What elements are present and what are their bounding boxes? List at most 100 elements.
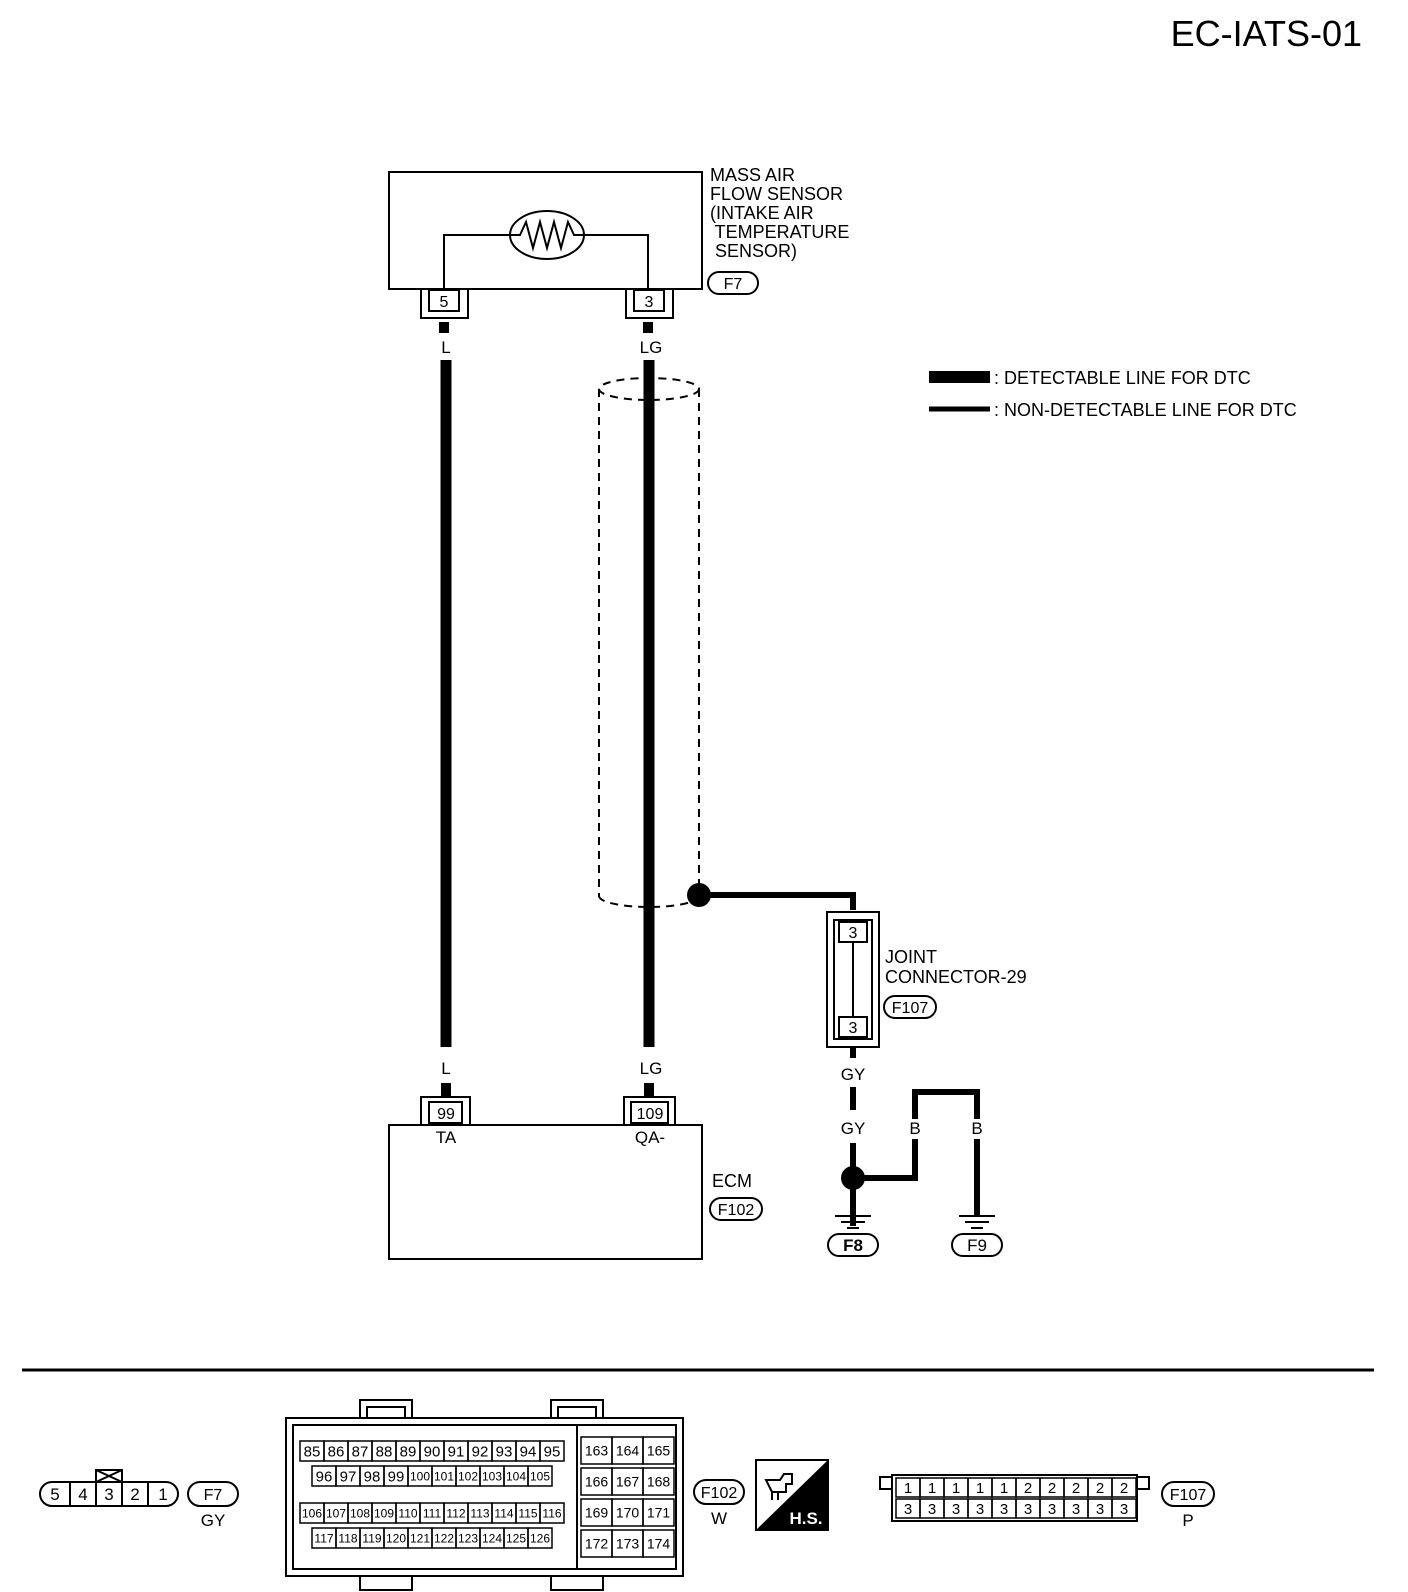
pin-number: 1: [952, 1480, 960, 1497]
pin-number: 124: [482, 1531, 502, 1545]
connector-id-f102-top: F102: [718, 1202, 755, 1219]
ground-id-f8: F8: [843, 1236, 863, 1255]
connector-tag-f7: [187, 1481, 239, 1507]
pin-number: 108: [350, 1506, 370, 1520]
pin-cell: [539, 1502, 565, 1524]
pin-number: 87: [352, 1443, 369, 1460]
pin-cell: [1111, 1498, 1137, 1519]
connector-tag-f107: [1161, 1481, 1215, 1507]
connector-color-f102: W: [711, 1509, 727, 1528]
shield-drain-wire: [699, 892, 856, 910]
pin-number: 1: [1000, 1480, 1008, 1497]
connector-tag-f102-top: [709, 1197, 763, 1221]
pin-number: 3: [1024, 1501, 1032, 1518]
connector-tag-f7-top: [707, 271, 759, 295]
ecm-box: [388, 1124, 703, 1260]
pin-number: 171: [647, 1505, 671, 1521]
pin-number: 3: [1048, 1501, 1056, 1518]
pin-number: 3: [1120, 1501, 1128, 1518]
connector-id-f7: F7: [204, 1487, 223, 1504]
ecm-label: ECM: [712, 1171, 752, 1191]
wire-color-lg-top: LG: [640, 338, 663, 357]
pin-number: 114: [494, 1506, 513, 1520]
pin-number: 94: [520, 1443, 537, 1460]
pin-cell: [642, 1436, 675, 1465]
pin-cell: [642, 1529, 675, 1558]
f7-connector-face: [39, 1469, 179, 1507]
pin-cell: [642, 1467, 675, 1496]
connector-id-f107: F107: [1170, 1487, 1207, 1504]
ground-tag-f9: [951, 1233, 1003, 1257]
pin-number: 106: [302, 1506, 322, 1520]
pin-number: 1: [904, 1480, 912, 1497]
pin-number: 115: [518, 1506, 537, 1520]
wire-color-b-left: B: [909, 1119, 920, 1138]
pin-number: 5: [50, 1485, 59, 1504]
connector-tag-f107-top: [883, 995, 937, 1019]
pin-number: 121: [410, 1531, 430, 1545]
pin-number: 3: [904, 1501, 912, 1518]
pin-number: 2: [1072, 1480, 1080, 1497]
maf-label-line: MASS AIR: [710, 165, 795, 185]
pin-number: 123: [458, 1531, 478, 1545]
pin-number: 3: [1072, 1501, 1080, 1518]
pin-number: 109: [374, 1506, 394, 1520]
pin-number: 163: [585, 1443, 609, 1459]
pin-number: 1: [976, 1480, 984, 1497]
pin-number: 125: [506, 1531, 526, 1545]
pin-number: 100: [410, 1469, 430, 1483]
pin-number: 118: [338, 1531, 357, 1545]
harness-side-icon: [755, 1459, 829, 1531]
pin-cell: [1111, 1477, 1137, 1498]
pin-number: 101: [434, 1469, 454, 1483]
pin-number: 110: [398, 1506, 417, 1520]
pin-cell: [527, 1465, 553, 1487]
pin-number: 103: [482, 1469, 502, 1483]
wire-stub: [644, 1083, 654, 1097]
pin-cell: [642, 1498, 675, 1527]
ecm-terminal-qa: QA-: [635, 1128, 665, 1147]
ground-id-f9: F9: [967, 1236, 987, 1255]
maf-label-line: FLOW SENSOR: [710, 184, 843, 204]
wire-label-bg: [905, 1119, 925, 1139]
pin-number: 96: [316, 1468, 333, 1485]
pin-number: 1: [158, 1485, 167, 1504]
wire-stub: [643, 322, 653, 333]
maf-sensor-label: MASS AIR FLOW SENSOR (INTAKE AIR TEMPERA…: [710, 165, 854, 261]
pin-number: 167: [616, 1474, 640, 1490]
pin-box-right: [633, 289, 665, 312]
sensor-internal-wire: [443, 234, 649, 300]
wire-color-gy-top: GY: [841, 1065, 866, 1084]
ecm-pin-109: 109: [637, 1106, 664, 1123]
pin-number: 122: [434, 1531, 454, 1545]
ecm-terminal-ta: TA: [436, 1128, 457, 1147]
connector-id-f102: F102: [701, 1485, 738, 1502]
legend-non-detectable: : NON-DETECTABLE LINE FOR DTC: [994, 400, 1297, 420]
page-code: EC-IATS-01: [1171, 13, 1362, 54]
pin-cell: [539, 1440, 565, 1462]
pin-number: 169: [585, 1505, 609, 1521]
ground-tag-f8: [827, 1233, 879, 1257]
pin-number: 105: [530, 1469, 550, 1483]
wire-label-bg: [967, 1119, 987, 1139]
pin-number: 113: [470, 1506, 489, 1520]
ecm-pin-box-left: [428, 1101, 463, 1124]
connector-id-f107-top: F107: [892, 1000, 929, 1017]
pin-number: 98: [364, 1468, 381, 1485]
f102-connector-face: [285, 1399, 684, 1591]
pin-number: 2: [1048, 1480, 1056, 1497]
joint-label-line: JOINT: [885, 947, 937, 967]
joint-connector-label: JOINT CONNECTOR-29: [885, 947, 1027, 987]
wire-color-b-right: B: [971, 1119, 982, 1138]
pin-number: 174: [647, 1536, 671, 1552]
pin-number: 102: [458, 1469, 478, 1483]
pin-5-label: 5: [440, 294, 449, 311]
pin-number: 111: [423, 1506, 442, 1520]
pin-number: 92: [472, 1443, 489, 1460]
pin-number: 93: [496, 1443, 513, 1460]
pin-number: 173: [616, 1536, 640, 1552]
ecm-pin-99: 99: [437, 1106, 455, 1123]
pin-number: 4: [78, 1485, 87, 1504]
joint-pin-top: 3: [849, 925, 858, 942]
